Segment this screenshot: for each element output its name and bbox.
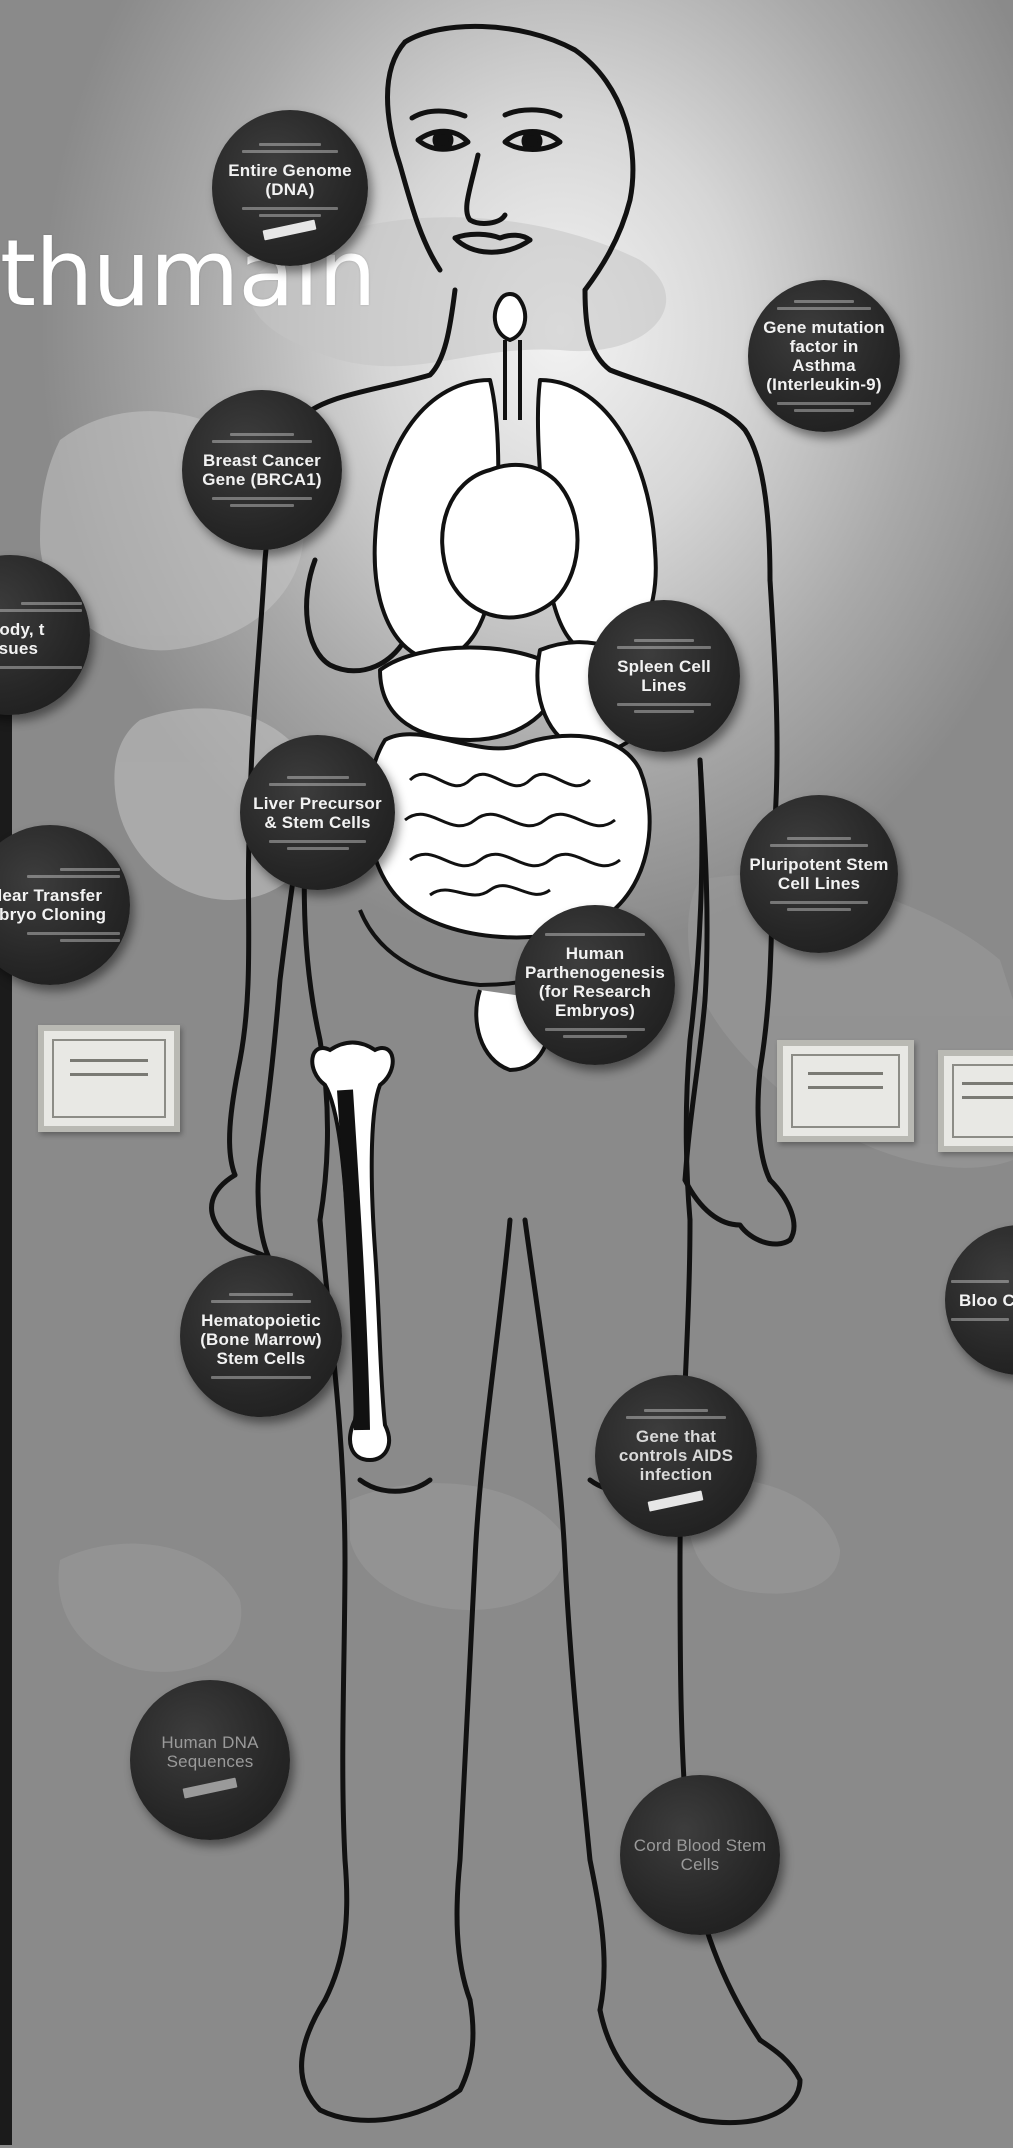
disc-label: Hematopoietic (Bone Marrow) Stem Cells bbox=[188, 1311, 334, 1368]
disc-brca1: Breast Cancer Gene (BRCA1) bbox=[182, 390, 342, 550]
disc-label: clear Transfer mbryo Cloning bbox=[0, 886, 112, 924]
disc-label: Gene mutation factor in Asthma (Interleu… bbox=[756, 318, 892, 394]
disc-pluripotent: Pluripotent Stem Cell Lines bbox=[740, 795, 898, 953]
disc-label: Cord Blood Stem Cells bbox=[628, 1836, 772, 1874]
disc-entire-genome: Entire Genome (DNA) bbox=[212, 110, 368, 266]
disc-aids-gene: Gene that controls AIDS infection bbox=[595, 1375, 757, 1537]
disc-parthenogenesis: Human Parthenogenesis (for Research Embr… bbox=[515, 905, 675, 1065]
disc-label: Entire Genome (DNA) bbox=[220, 161, 360, 199]
disc-dna-sequences: Human DNA Sequences bbox=[130, 1680, 290, 1840]
disc-label: Bloo Cel bbox=[959, 1291, 1013, 1310]
disc-label: Liver Precursor & Stem Cells bbox=[248, 794, 387, 832]
disc-label: le Body, t Tissues bbox=[0, 620, 74, 658]
disc-label: Gene that controls AIDS infection bbox=[603, 1427, 749, 1484]
disc-label: Human Parthenogenesis (for Research Embr… bbox=[523, 944, 667, 1020]
disc-cord-blood: Cord Blood Stem Cells bbox=[620, 1775, 780, 1935]
disc-liver-stem-cells: Liver Precursor & Stem Cells bbox=[240, 735, 395, 890]
disc-label: Human DNA Sequences bbox=[138, 1733, 282, 1771]
disc-spleen: Spleen Cell Lines bbox=[588, 600, 740, 752]
disc-asthma-gene: Gene mutation factor in Asthma (Interleu… bbox=[748, 280, 900, 432]
disc-label: Breast Cancer Gene (BRCA1) bbox=[190, 451, 334, 489]
disc-label: Pluripotent Stem Cell Lines bbox=[748, 855, 890, 893]
disc-label: Spleen Cell Lines bbox=[596, 657, 732, 695]
disc-hematopoietic: Hematopoietic (Bone Marrow) Stem Cells bbox=[180, 1255, 342, 1417]
